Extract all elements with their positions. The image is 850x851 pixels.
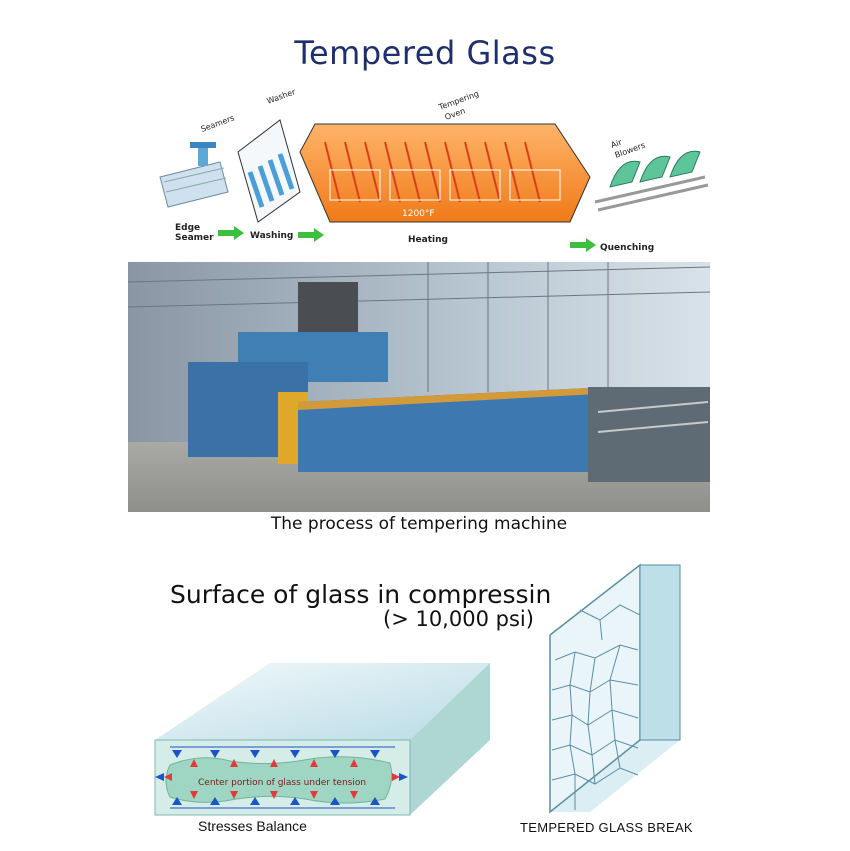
tempered-glass-break-illustration [549, 563, 681, 814]
page-title: Tempered Glass [294, 34, 556, 72]
compression-arrow-icons [155, 750, 408, 805]
tempering-machine-photo [128, 262, 710, 512]
compression-subheading: (> 10,000 psi) [383, 607, 534, 631]
edge-seamer-machine [159, 142, 229, 208]
compression-arrows [170, 746, 395, 809]
washer-label: Washer [266, 87, 298, 106]
tension-zone [165, 756, 393, 804]
compression-heading: Surface of glass in compressin [170, 580, 552, 609]
stage-edge-label-1: Edge [175, 223, 200, 233]
air-blowers [609, 150, 701, 188]
stage-edge-label-2: Seamer [175, 233, 214, 243]
air-blowers-label-1: Air [610, 137, 624, 149]
seamers-label: Seamers [200, 113, 236, 133]
glass-stress-diagram: Center portion of glass under tension [154, 663, 490, 816]
tempering-process-diagram: Seamers Washer Tempering Oven Air Blower… [159, 87, 709, 253]
stage-arrow-icon [218, 226, 244, 240]
photo-caption: The process of tempering machine [270, 514, 568, 534]
temperature-label: 1200°F [402, 209, 435, 219]
washer-machine [237, 119, 301, 223]
stage-arrow-icon [298, 228, 324, 242]
stage-heating-label: Heating [408, 235, 448, 245]
stresses-balance-label: Stresses Balance [198, 818, 307, 834]
stage-arrow-icon [570, 238, 596, 252]
stage-quenching-label: Quenching [600, 243, 654, 253]
tension-arrow-icons [164, 759, 400, 799]
tempering-oven [299, 123, 591, 223]
tension-label: Center portion of glass under tension [198, 778, 366, 788]
stage-washing-label: Washing [250, 231, 293, 241]
tempered-glass-break-label: TEMPERED GLASS BREAK [520, 820, 693, 835]
